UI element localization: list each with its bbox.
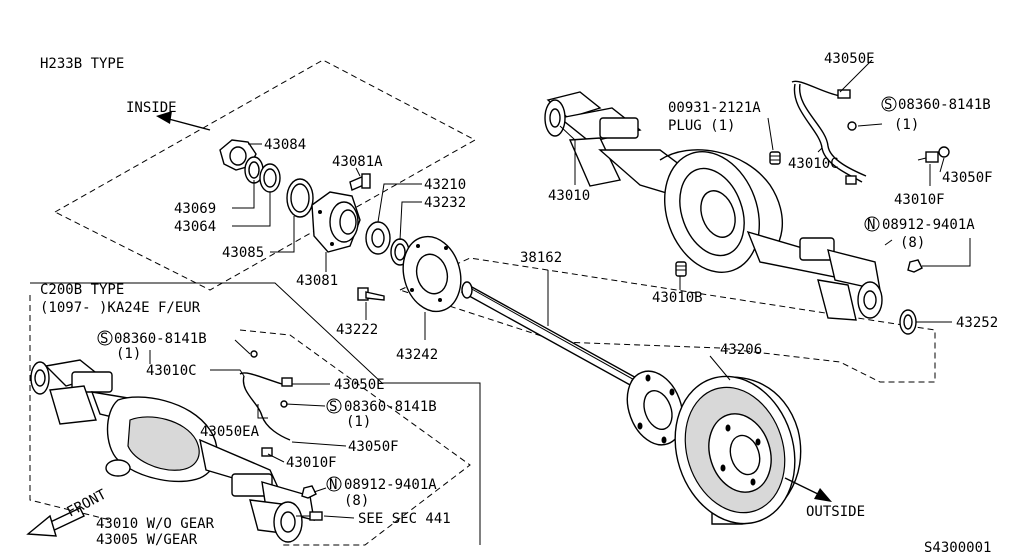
svg-text:S: S xyxy=(884,97,892,113)
axle-housing-c200b xyxy=(30,359,315,543)
label-diagram-id: S4300001 xyxy=(924,540,991,556)
axle-shaft-38162 xyxy=(460,281,642,393)
axle-housing-h233b xyxy=(544,91,893,321)
label-38162: 38162 xyxy=(520,250,562,266)
label-43010c-c200: 43010C xyxy=(146,363,197,379)
svg-text:S: S xyxy=(329,399,337,415)
label-43085: 43085 xyxy=(222,245,264,261)
label-43222: 43222 xyxy=(336,322,378,338)
label-43010b: 43010B xyxy=(652,290,703,306)
label-08912-c200: 08912-9401A xyxy=(344,477,437,493)
bearing-43064 xyxy=(259,163,281,193)
label-08360-c200-b-qty: (1) xyxy=(346,414,371,430)
label-08360-top-qty: (1) xyxy=(894,117,919,133)
bolt-08360-top xyxy=(847,121,857,131)
label-43084: 43084 xyxy=(264,137,306,153)
label-43050ea: 43050EA xyxy=(200,424,260,440)
bearing-housing-43081 xyxy=(311,191,361,253)
label-43064: 43064 xyxy=(174,219,216,235)
c200b-group-outline xyxy=(239,329,471,546)
label-43210: 43210 xyxy=(424,177,466,193)
label-inside: INSIDE xyxy=(126,100,177,116)
outside-arrow xyxy=(784,477,832,502)
breather-hose-top xyxy=(791,80,867,185)
lock-washer-43069 xyxy=(244,156,264,184)
connector-43010f-43050f-top xyxy=(917,146,950,163)
svg-text:N: N xyxy=(329,477,337,493)
axle-flange xyxy=(626,370,684,446)
label-00931-2121a: 00931-2121A xyxy=(668,100,761,116)
inside-arrow xyxy=(156,111,211,131)
label-43242: 43242 xyxy=(396,347,438,363)
circled-s-c200-a: S xyxy=(97,330,113,347)
spacer-43085 xyxy=(286,178,314,218)
label-43050e-c200: 43050E xyxy=(334,377,385,393)
leader-lines xyxy=(149,59,971,519)
label-plug: PLUG (1) xyxy=(668,118,735,134)
label-43005-w-gear: 43005 W/GEAR xyxy=(96,532,198,548)
svg-text:N: N xyxy=(867,217,875,233)
circled-n-top: N xyxy=(864,216,880,233)
label-43010c-top: 43010C xyxy=(788,156,839,172)
bolt-43081a xyxy=(349,173,371,191)
nut-08912-top xyxy=(907,259,923,273)
label-see-sec-441: SEE SEC 441 xyxy=(358,511,451,527)
label-43010f-top: 43010F xyxy=(894,192,945,208)
breather-43010b xyxy=(675,261,687,277)
label-43206: 43206 xyxy=(720,342,762,358)
label-c200b-range: (1097- )KA24E F/EUR xyxy=(40,300,201,316)
label-43050f-top: 43050F xyxy=(942,170,993,186)
label-43010-wo-gear: 43010 W/O GEAR xyxy=(96,516,215,532)
label-43050f-c200: 43050F xyxy=(348,439,399,455)
plate-43242 xyxy=(402,235,462,313)
label-43232: 43232 xyxy=(424,195,466,211)
label-43069: 43069 xyxy=(174,201,216,217)
plug-00931-2121a xyxy=(769,151,781,165)
label-08912-top: 08912-9401A xyxy=(882,217,975,233)
label-c200b-type: C200B TYPE xyxy=(40,282,124,298)
label-43010-top: 43010 xyxy=(548,188,590,204)
svg-text:S: S xyxy=(100,331,108,347)
label-outside: OUTSIDE xyxy=(806,504,865,520)
label-08360-c200-a-qty: (1) xyxy=(116,346,141,362)
label-43081a: 43081A xyxy=(332,154,383,170)
label-43081: 43081 xyxy=(296,273,338,289)
circled-s-c200-b: S xyxy=(326,398,342,415)
bolt-see-sec-441 xyxy=(296,511,323,521)
label-08912-c200-qty: (8) xyxy=(344,493,369,509)
brake-drum-43206 xyxy=(674,375,802,525)
h233b-group-outline xyxy=(53,59,477,291)
label-43252: 43252 xyxy=(956,315,998,331)
label-08360-c200-b: 08360-8141B xyxy=(344,399,437,415)
c200b-type-divider xyxy=(30,282,481,545)
label-08912-top-qty: (8) xyxy=(900,235,925,251)
wheel-side-group-outline xyxy=(398,257,936,383)
label-08360-top: 08360-8141B xyxy=(898,97,991,113)
c200b-group-outline-2 xyxy=(29,295,111,521)
circled-n-c200: N xyxy=(326,476,342,493)
label-43010f-c200: 43010F xyxy=(286,455,337,471)
label-h233b-type: H233B TYPE xyxy=(40,56,124,72)
circled-s-top: S xyxy=(881,96,897,113)
front-arrow xyxy=(26,507,85,537)
bolt-43222 xyxy=(357,287,385,301)
bearing-43210 xyxy=(365,221,391,255)
oil-seal-43252 xyxy=(899,309,917,335)
label-08360-c200-a: 08360-8141B xyxy=(114,331,207,347)
label-43050e-top: 43050E xyxy=(824,51,875,67)
